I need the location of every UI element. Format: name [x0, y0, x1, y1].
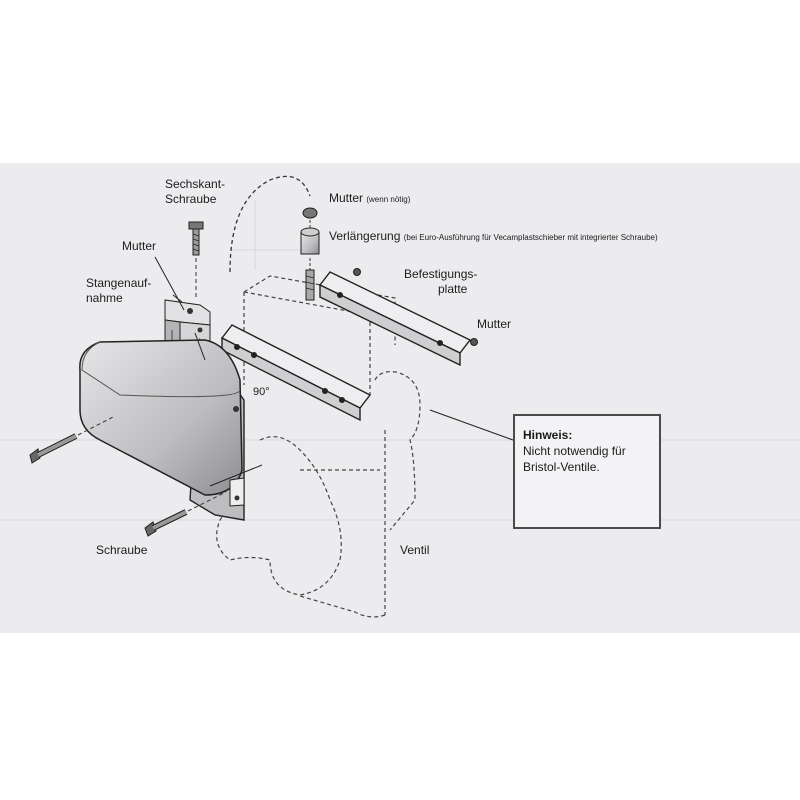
label-mounting-plate: Befestigungs- platte — [404, 267, 477, 297]
label-line: Schraube — [165, 192, 217, 206]
label-line: Befestigungs- — [404, 267, 478, 281]
label-line: Stangenauf- — [86, 276, 152, 290]
label-nut-top: Mutter (wenn nötig) — [329, 191, 411, 205]
label-line: nahme — [86, 291, 123, 305]
label-nut-top-hint: (wenn nötig) — [366, 195, 411, 204]
label-rod-holder: Stangenauf- nahme — [86, 276, 151, 306]
note-text-line1: Nicht notwendig für — [523, 444, 626, 458]
screw-bottom — [144, 491, 227, 537]
leader-dashed-path — [229, 175, 311, 273]
actuator-housing — [79, 338, 263, 521]
note-title: Hinweis: — [523, 428, 573, 442]
label-extension-hint: (bei Euro-Ausführung für Vecamplastschie… — [403, 233, 658, 242]
label-hex-screw: Sechskant- Schraube — [165, 177, 225, 207]
note-text-line2: Bristol-Ventile. — [523, 460, 600, 474]
label-angle: 90° — [253, 386, 270, 398]
rear-mounting-plate — [318, 268, 478, 367]
note-box: Hinweis: Nicht notwendig für Bristol-Ven… — [513, 414, 661, 529]
label-nut-right: Mutter — [477, 317, 512, 331]
valve-dashed-outline — [216, 371, 421, 618]
label-screw: Schraube — [96, 543, 148, 557]
leader-lines — [154, 256, 514, 441]
extension-part — [300, 207, 320, 301]
label-nut-left: Mutter — [122, 239, 157, 253]
label-extension: Verlängerung (bei Euro-Ausführung für Ve… — [329, 229, 658, 243]
scanned-diagram: Sechskant- Schraube Mutter (wenn nötig) … — [0, 163, 800, 633]
front-mounting-plate — [220, 324, 372, 422]
exploded-assembly-drawing — [0, 175, 800, 618]
screw-left — [29, 415, 116, 464]
label-valve: Ventil — [400, 543, 430, 557]
label-line: platte — [438, 282, 468, 296]
label-line: Sechskant- — [165, 177, 226, 191]
hex-screw-part — [188, 221, 204, 300]
